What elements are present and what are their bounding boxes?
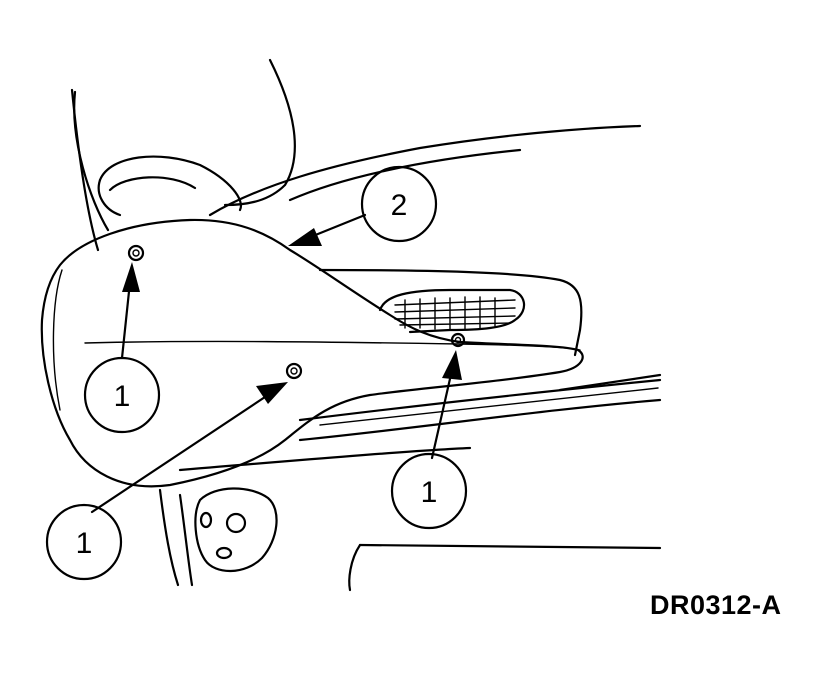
callout-2: 2	[360, 165, 438, 243]
screw-right	[450, 332, 466, 348]
leader-lines	[90, 213, 462, 514]
arrowhead	[122, 262, 140, 292]
arrowhead	[256, 382, 288, 404]
screw-upper	[127, 244, 145, 262]
track-cover-shield	[40, 218, 584, 488]
adjuster-slot-ridges	[394, 299, 516, 326]
arrowhead	[442, 350, 462, 380]
callout-1-bottom-right: 1	[390, 452, 468, 530]
callout-label: 1	[76, 527, 93, 560]
callout-label: 1	[421, 476, 438, 509]
bracket-hole-bottom	[215, 546, 233, 560]
seat-background-structure	[70, 58, 662, 592]
bracket-hole-left	[199, 511, 213, 529]
callout-label: 1	[114, 380, 131, 413]
lower-bracket	[194, 487, 278, 573]
callout-label: 2	[391, 189, 408, 222]
arrowhead	[288, 228, 322, 246]
callout-1-bottom-left: 1	[45, 503, 123, 581]
bracket-hole-large	[225, 512, 247, 534]
figure-id-label: DR0312-A	[650, 590, 782, 620]
screw-lower	[285, 362, 303, 380]
callout-1-left: 1	[83, 356, 161, 434]
